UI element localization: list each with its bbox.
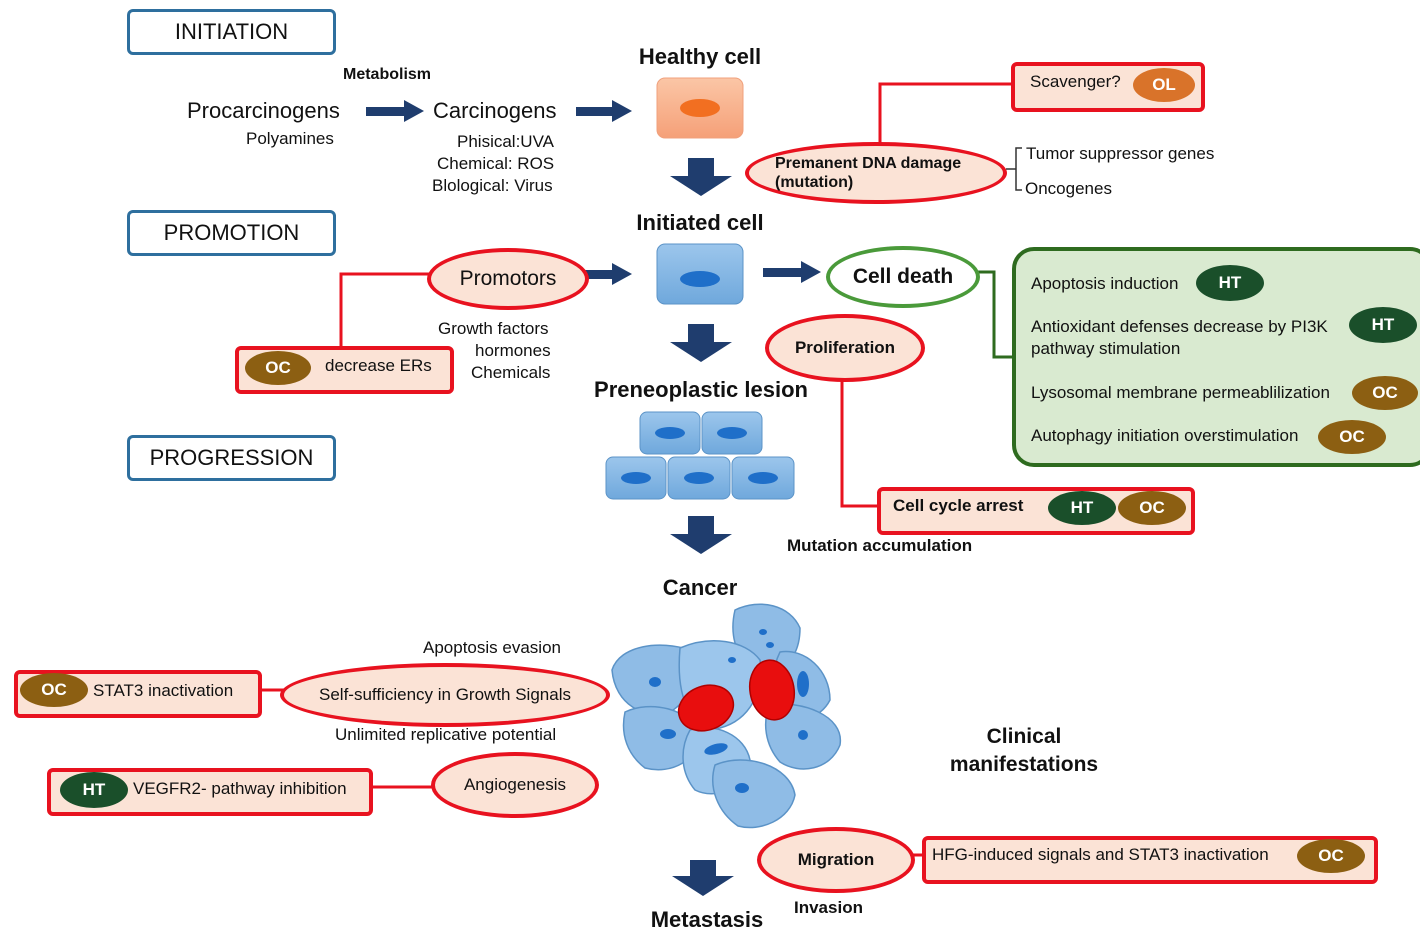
decrease-ers-label: decrease ERs [325,356,432,375]
cell-death-label: Cell death [852,265,954,288]
oc-tag-stat3: OC [20,673,88,707]
cell-cycle-arrest-label: Cell cycle arrest [893,496,1024,515]
self-sufficiency-label: Self-sufficiency in Growth Signals [319,685,571,704]
dna-damage-line1: Premanent DNA damage [775,154,962,172]
oc-tag-hfg: OC [1297,839,1365,873]
chemical-label: Chemical: ROS [437,154,555,173]
gene-bracket [1015,147,1022,191]
clinical-label-2: manifestations [949,753,1099,776]
angiogenesis-ellipse: Angiogenesis [431,752,599,818]
oc-tag-ers: OC [245,351,311,385]
scavenger-label: Scavenger? [1030,72,1121,91]
ol-tag: OL [1133,68,1195,102]
preneoplastic-lesion-label: Preneoplastic lesion [594,377,808,402]
hfg-label: HFG-induced signals and STAT3 inactivati… [932,845,1269,864]
cancer-label: Cancer [662,575,738,600]
stat3-label: STAT3 inactivation [93,681,234,700]
lysosomal-label: Lysosomal membrane permeablilization [1031,383,1330,402]
proliferation-label: Proliferation [794,338,896,357]
dna-damage-line2: (mutation) [775,174,854,191]
arrow-promotors [580,263,632,285]
arrow-procarcinogens [366,100,424,122]
invasion-label: Invasion [794,898,863,917]
stage-promotion: PROMOTION [127,210,336,256]
healthy-cell-label: Healthy cell [638,44,762,69]
down-arrow-2 [670,324,732,362]
stage-progression: PROGRESSION [127,435,336,481]
down-arrow-4 [672,860,734,896]
arrow-carcinogens [576,100,632,122]
angiogenesis-label: Angiogenesis [463,775,567,794]
red-connectors [256,82,1014,857]
unlimited-label: Unlimited replicative potential [335,725,557,744]
oc-tag-autophagy: OC [1318,420,1386,454]
growth-factors-label: Growth factors [438,319,549,338]
oc-tag-cell-cycle: OC [1118,491,1186,525]
green-connector [972,270,1014,359]
arrow-cell-death [763,261,821,283]
cancer-cells-icon [611,603,841,829]
ht-tag-vegfr2: HT [60,772,128,808]
ht-tag-antioxidant: HT [1349,307,1417,343]
autophagy-label: Autophagy initiation overstimulation [1031,426,1299,445]
vegfr2-label: VEGFR2- pathway inhibition [133,779,347,798]
preneoplastic-cells-icon [605,411,795,500]
polyamines-label: Polyamines [246,129,334,148]
hormones-label: hormones [475,341,551,360]
apoptosis-evasion-label: Apoptosis evasion [423,638,561,657]
apoptosis-induction-label: Apoptosis induction [1031,274,1179,293]
chemicals-label: Chemicals [471,363,551,382]
ht-tag-cell-cycle: HT [1048,491,1116,525]
down-arrow-1 [670,158,732,196]
clinical-label-1: Clinical [986,725,1062,748]
metabolism-label: Metabolism [343,66,432,83]
self-sufficiency-ellipse: Self-sufficiency in Growth Signals [280,663,610,727]
migration-ellipse: Migration [757,827,915,893]
antioxidant-label-2: pathway stimulation [1031,339,1181,358]
ht-tag-apoptosis: HT [1196,265,1264,301]
down-arrow-3 [670,516,732,554]
initiated-cell-label: Initiated cell [636,210,764,235]
tumor-suppressor-label: Tumor suppressor genes [1026,144,1215,163]
antioxidant-label: Antioxidant defenses decrease by PI3K [1031,317,1328,336]
migration-label: Migration [797,850,875,869]
physical-label: Phisical:UVA [457,132,554,151]
metastasis-label: Metastasis [650,907,764,932]
oncogenes-label: Oncogenes [1025,179,1112,198]
healthy-cell-icon [656,77,744,139]
oc-tag-lysosomal: OC [1352,376,1418,410]
biological-label: Blological: Virus [432,176,553,195]
dna-damage-ellipse: Premanent DNA damage (mutation) [745,142,1007,204]
initiated-cell-icon [656,243,744,305]
promotors-ellipse: Promotors [427,248,589,310]
carcinogens-label: Carcinogens [433,98,557,123]
cell-death-ellipse: Cell death [826,246,980,308]
stage-initiation: INITIATION [127,9,336,55]
proliferation-ellipse: Proliferation [765,314,925,382]
procarcinogens-label: Procarcinogens [187,98,340,123]
promotors-label: Promotors [459,267,557,290]
mutation-accumulation-label: Mutation accumulation [787,536,973,555]
